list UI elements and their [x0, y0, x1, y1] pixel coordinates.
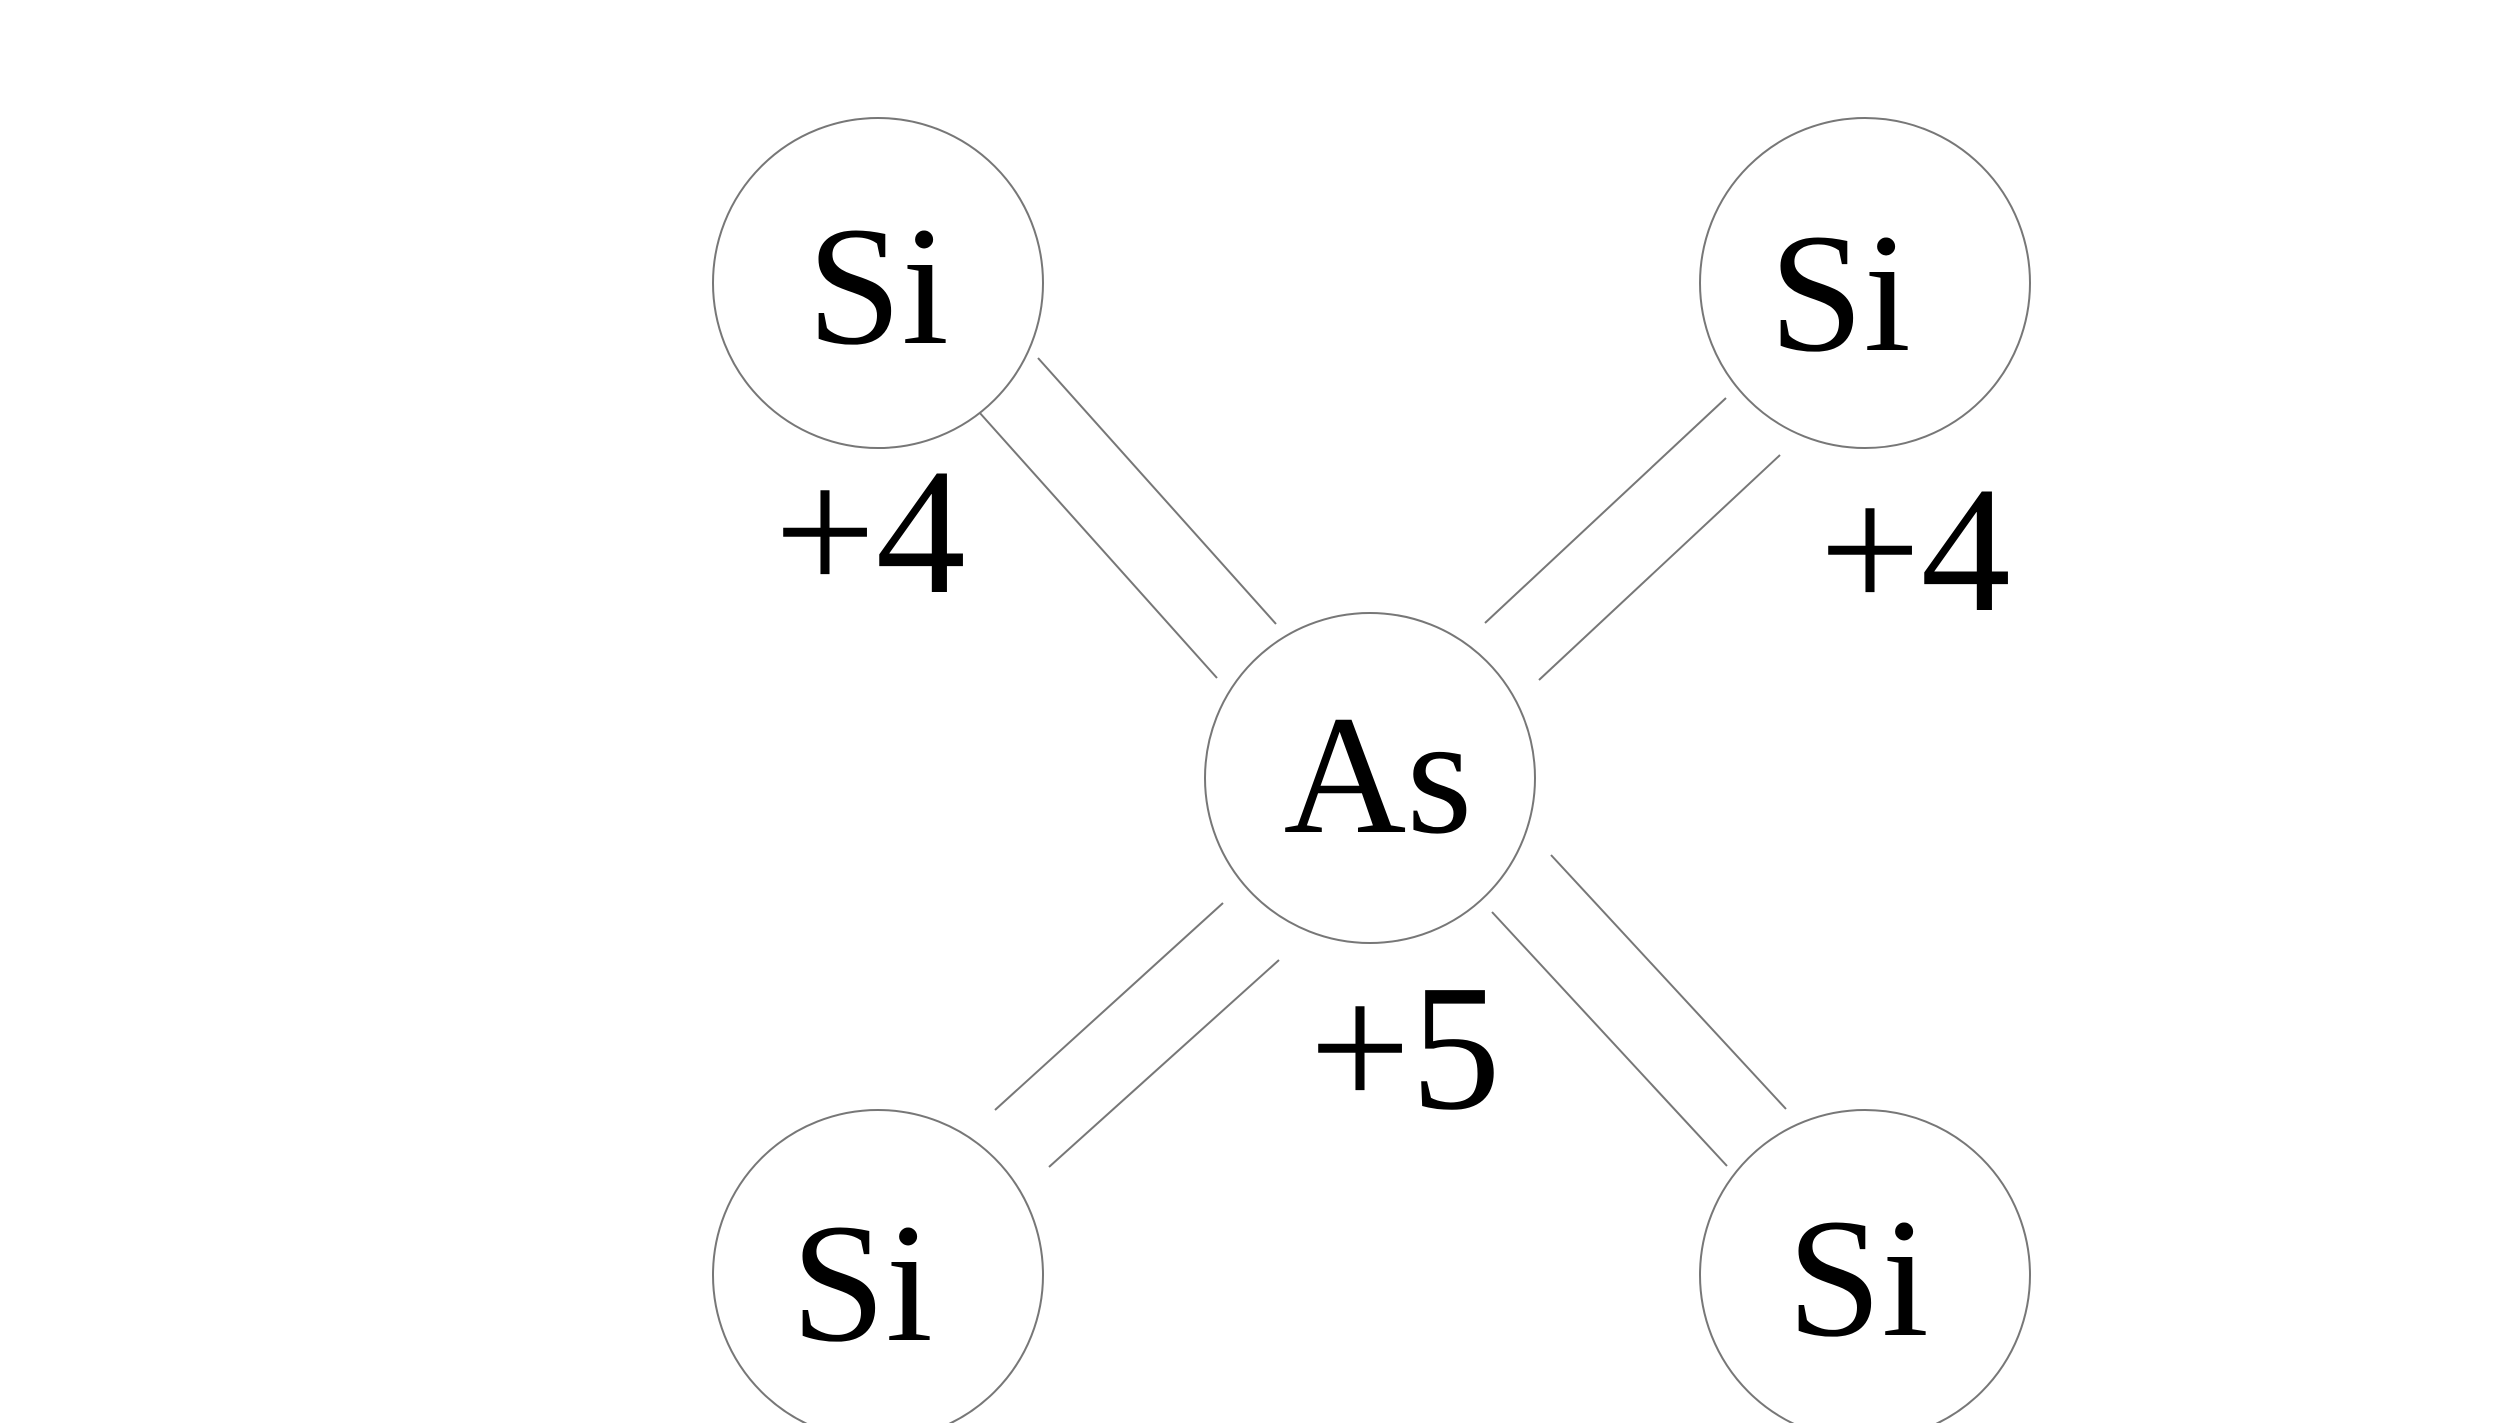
bond-top-left	[978, 357, 1277, 679]
bond-line	[1484, 397, 1727, 624]
bond-line	[1491, 911, 1728, 1167]
bond-line	[994, 902, 1224, 1111]
atom-silicon-bottom-right: Si	[1699, 1109, 2031, 1423]
atom-silicon-top-left: Si	[712, 117, 1044, 449]
atom-circle	[712, 117, 1044, 449]
atom-silicon-bottom-left: Si	[712, 1109, 1044, 1423]
bond-line	[978, 411, 1218, 679]
bond-line	[1048, 959, 1280, 1168]
atom-symbol: Si	[807, 192, 949, 380]
atom-circle	[712, 1109, 1044, 1423]
bond-line	[1550, 854, 1787, 1110]
charge-label-silicon-top-right: +4	[1819, 450, 2011, 649]
atom-circle	[1699, 117, 2031, 449]
bond-top-right	[1484, 397, 1781, 681]
charge-label-arsenic: +5	[1309, 948, 1501, 1147]
atom-arsenic: As	[1204, 612, 1536, 944]
atom-symbol: Si	[791, 1189, 933, 1377]
charge-label-silicon-top-left: +4	[774, 432, 966, 631]
atom-circle	[1699, 1109, 2031, 1423]
bond-bottom-right	[1491, 854, 1787, 1167]
atom-silicon-top-right: Si	[1699, 117, 2031, 449]
atom-symbol: Si	[1769, 199, 1911, 387]
atom-symbol: Si	[1787, 1184, 1929, 1372]
atom-circle	[1204, 612, 1536, 944]
atom-symbol: As	[1284, 681, 1473, 869]
bond-line	[1037, 357, 1277, 625]
bond-line	[1538, 454, 1781, 681]
bond-bottom-left	[994, 902, 1280, 1168]
